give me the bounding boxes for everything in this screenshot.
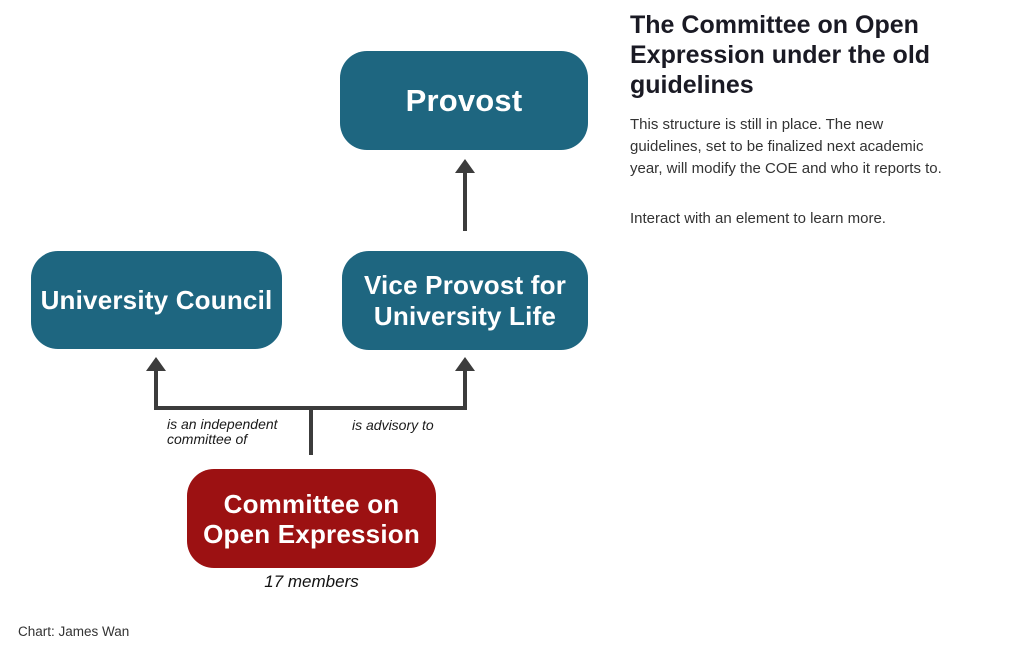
arrowhead-up-icon	[146, 357, 166, 371]
arrow-line-vice-provost-to-provost	[463, 172, 467, 231]
arrowhead-up-icon	[455, 357, 475, 371]
connector-stem	[309, 406, 313, 455]
node-vice-provost[interactable]: Vice Provost for University Life	[342, 251, 588, 350]
node-committee-open-expression-label: Committee on Open Expression	[203, 488, 420, 549]
arrowhead-up-icon	[455, 159, 475, 173]
node-university-council[interactable]: University Council	[31, 251, 282, 349]
edge-label-independent-committee: is an independent committee of	[167, 416, 278, 447]
members-count-label: 17 members	[264, 572, 359, 591]
node-provost[interactable]: Provost	[340, 51, 588, 150]
node-vice-provost-label: Vice Provost for University Life	[363, 269, 567, 331]
page-title: The Committee on Open Expression under t…	[630, 11, 931, 99]
arrow-line-coe-to-university-council	[154, 371, 158, 410]
connector-bar	[154, 406, 467, 410]
node-provost-label: Provost	[405, 82, 523, 118]
chart-credit: Chart: James Wan	[18, 624, 130, 639]
node-university-council-label: University Council	[40, 285, 273, 315]
node-committee-open-expression[interactable]: Committee on Open Expression	[187, 469, 436, 568]
chart-description: This structure is still in place. The ne…	[630, 116, 942, 177]
arrow-line-coe-to-vice-provost	[463, 371, 467, 410]
info-panel: The Committee on Open Expression under t…	[630, 10, 1008, 230]
edge-label-advisory: is advisory to	[352, 417, 434, 433]
interaction-hint: Interact with an element to learn more.	[630, 210, 886, 227]
